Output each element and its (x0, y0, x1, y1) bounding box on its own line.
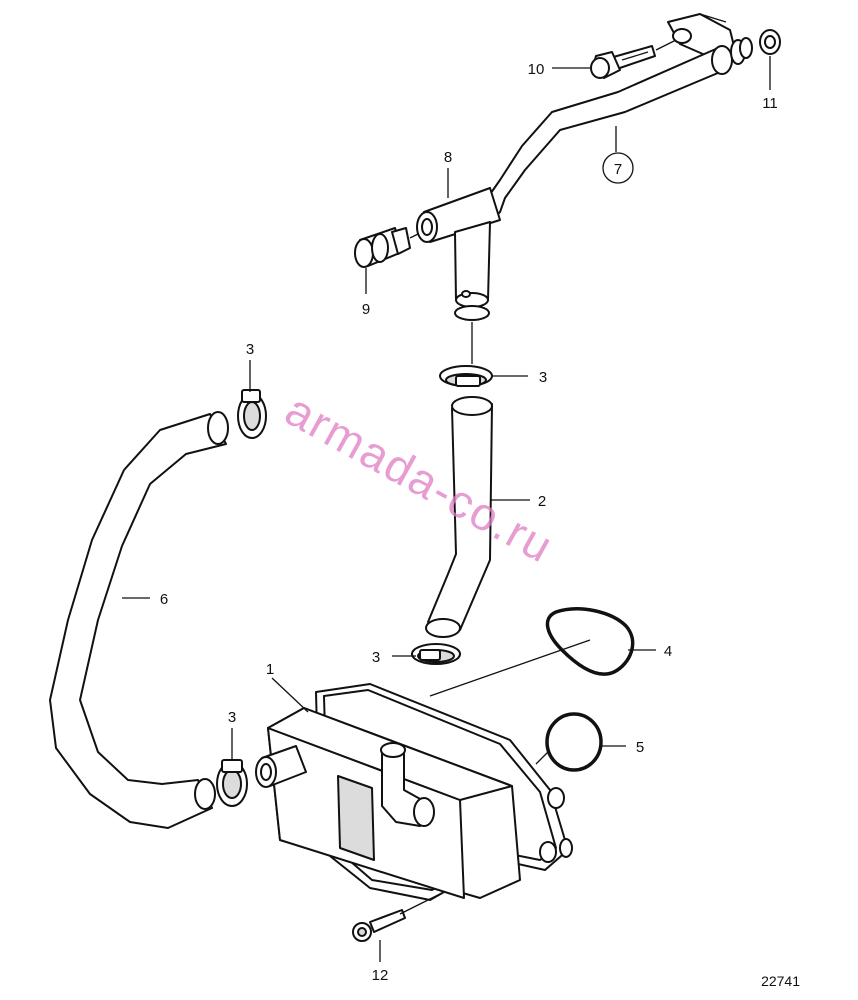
callout-10: 10 (528, 61, 545, 78)
callout-9: 9 (362, 301, 370, 318)
hose-clamp-part-3-middle (411, 643, 461, 665)
o-ring-part-5 (545, 712, 603, 772)
callout-5: 5 (636, 739, 644, 756)
callout-12: 12 (372, 967, 389, 984)
hose-clamp-part-3-upper-left (237, 389, 267, 439)
hose-clamp-part-3-lower-left (216, 759, 248, 807)
hose-clamp-part-3-upper (439, 365, 493, 387)
callout-11: 11 (762, 95, 778, 112)
callout-3-middle: 3 (372, 649, 380, 666)
callout-labels: 1 2 3 3 3 3 4 5 6 7 8 9 10 11 12 (160, 61, 778, 984)
callout-7-circle: 7 (602, 152, 634, 184)
callout-3-upper: 3 (539, 369, 547, 386)
callout-6: 6 (160, 591, 168, 608)
leader-lines (122, 56, 771, 962)
callout-1: 1 (266, 661, 274, 678)
reference-number: 22741 (761, 973, 800, 989)
bolt-part-12 (352, 909, 406, 942)
nipple-fitting-part-9 (354, 227, 419, 268)
return-hose-part-6 (49, 411, 229, 829)
callout-3-lower-left: 3 (228, 709, 236, 726)
watermark-text: armada-co.ru (277, 383, 562, 573)
callout-8: 8 (444, 149, 452, 166)
callout-3-upper-left: 3 (246, 341, 254, 358)
callout-2: 2 (538, 493, 546, 510)
coolant-pipe-part-7 (416, 13, 753, 321)
callout-4: 4 (664, 643, 672, 660)
sealing-ring-part-11 (759, 29, 781, 55)
callout-7: 7 (614, 161, 622, 178)
gasket-part-4 (545, 607, 635, 676)
oil-cooler-part-1 (255, 683, 573, 901)
flange-bolt-part-10 (590, 39, 677, 79)
coolant-hose-part-2 (425, 396, 493, 638)
